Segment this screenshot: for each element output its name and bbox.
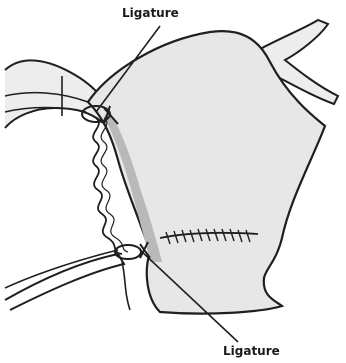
left-lower-vessel-2 [122, 262, 130, 310]
left-lower-vessel [5, 250, 118, 288]
ligature-label-top: Ligature [122, 6, 179, 20]
left-lower-ligament [5, 254, 124, 310]
ligature-label-bottom: Ligature [223, 344, 280, 358]
